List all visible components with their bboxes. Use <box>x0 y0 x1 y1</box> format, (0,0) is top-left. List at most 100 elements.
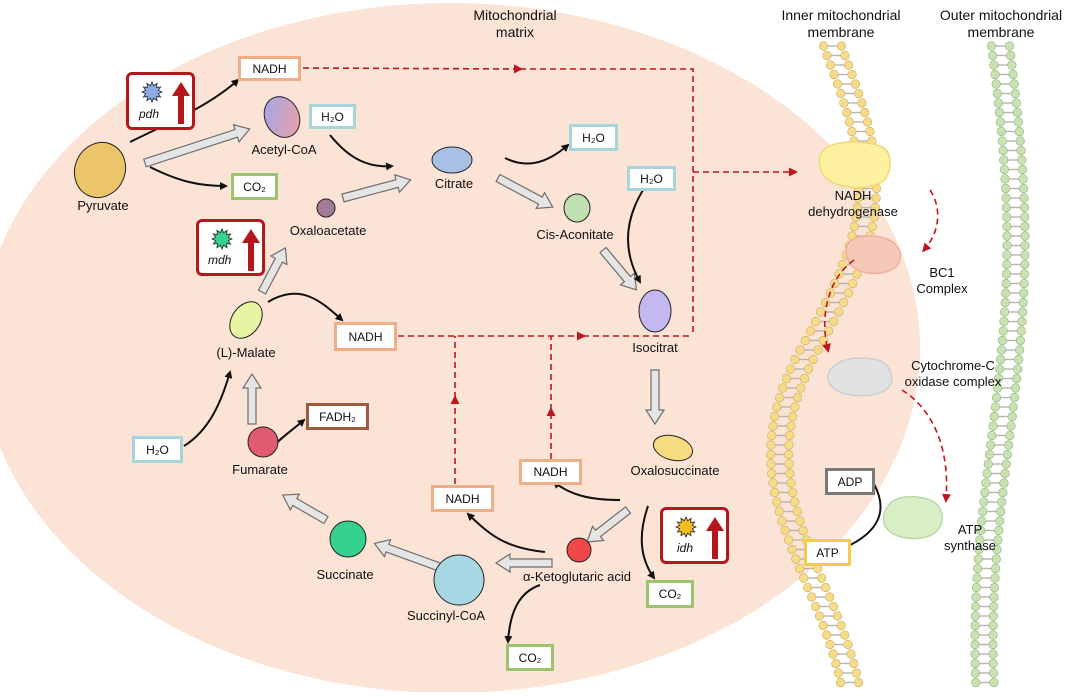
outer-membrane-lipid-head <box>1010 88 1020 99</box>
arrow-succinate-fumarate <box>281 493 329 525</box>
label-isocitrat: Isocitrat <box>632 340 678 355</box>
arrow-malate-oxaloacetate <box>257 246 288 295</box>
inner-membrane-lipid-head <box>836 88 846 99</box>
outer-membrane-lipid-head <box>1017 155 1027 165</box>
citrate-to-h2o <box>504 143 570 165</box>
inner-membrane-lipid-head <box>766 440 776 450</box>
outer-membrane-lipid-head <box>1002 221 1012 232</box>
inner-membrane-lipid-head <box>848 278 858 289</box>
outer-membrane-lipid-head <box>1018 174 1028 184</box>
metabolites <box>73 96 694 606</box>
outer-membrane-lipid-head <box>979 497 989 507</box>
outer-membrane-lipid-head <box>1008 69 1018 80</box>
header-matrix-line2: matrix <box>495 24 535 40</box>
pyruvate-to-co2 <box>149 166 228 190</box>
arrow-fumarate-malate <box>241 372 263 425</box>
inner-membrane-lipid-head <box>814 611 825 621</box>
inner-membrane-lipid-head <box>831 658 841 669</box>
outer-membrane-lipid-head <box>1020 259 1030 270</box>
inner-membrane-lipid-head <box>849 221 859 232</box>
outer-membrane-lipid-head <box>1017 164 1028 175</box>
outer-membrane-lipid-head <box>990 573 1000 583</box>
atp-synthase-shape <box>882 495 943 540</box>
inner-membrane-lipid-head <box>799 573 809 583</box>
header-outer-membrane: Outer mitochondrial membrane <box>940 7 1062 41</box>
outer-membrane-lipid-head <box>984 449 995 460</box>
inner-membrane-lipid-head <box>828 649 838 659</box>
inner-membrane-lipid-head <box>791 554 801 564</box>
inner-membrane-lipid-head <box>821 297 831 308</box>
burst-icon <box>211 228 233 250</box>
arrow-pyruvate-acetylcoa <box>143 123 251 168</box>
inner-membrane-lipid-head <box>846 649 856 659</box>
inner-membrane-lipid-head <box>799 373 810 384</box>
outer-membrane-lipid-head <box>994 525 1004 536</box>
nadh-box-akg: NADH <box>431 485 494 512</box>
gene-mdh-label: mdh <box>208 253 232 267</box>
inner-membrane-lipid-head <box>800 335 810 346</box>
outer-membrane-lipid-head <box>975 535 985 545</box>
outer-membrane-lipid-head <box>995 516 1005 526</box>
inner-membrane-lipid-head <box>785 364 796 374</box>
outer-membrane-lipid-head <box>971 677 981 688</box>
outer-membrane-lipid-head <box>1002 240 1012 251</box>
atp-synth-line2: synthase <box>943 538 997 553</box>
pathway-arrows <box>143 123 666 574</box>
outer-membrane-lipid-head <box>974 544 984 555</box>
inner-membrane-lipid-head <box>772 497 782 507</box>
outer-membrane-lipid-head <box>978 506 988 517</box>
outer-membrane-lipid-head <box>993 535 1003 545</box>
label-alpha-kg: α-Ketoglutaric acid <box>523 569 631 584</box>
outer-membrane-lipid-head <box>997 335 1008 346</box>
outer-membrane-lipid-head <box>1015 335 1026 346</box>
inner-membrane-lipid-head <box>838 259 848 270</box>
outer-membrane-lipid-head <box>998 326 1008 336</box>
inner-membrane-lipid-head <box>788 487 798 498</box>
outer-membrane-lipid-head <box>1011 98 1021 108</box>
inner-membrane-lipid-head <box>787 544 797 555</box>
outer-membrane-lipid-head <box>1000 307 1010 317</box>
inner-membrane-lipid-head <box>793 392 803 403</box>
outer-membrane-lipid-head <box>1002 250 1012 260</box>
arrow-cisaconitate-isocitrat <box>599 246 638 291</box>
outer-membrane-lipid-head <box>970 639 980 650</box>
atp-synth-line1: ATP <box>957 522 983 537</box>
outer-membrane-lipid-head <box>970 611 980 621</box>
outer-membrane-lipid-head <box>1001 202 1012 213</box>
outer-membrane-lipid-head <box>988 658 998 669</box>
outer-membrane-lipid-head <box>1001 183 1011 194</box>
outer-membrane-lipid-head <box>1000 174 1010 184</box>
label-oxalosuccinate: Oxalosuccinate <box>630 463 720 478</box>
outer-membrane-lipid-head <box>989 601 999 612</box>
outer-membrane-lipid-head <box>1009 79 1019 89</box>
akg-to-nadh <box>466 512 546 553</box>
label-pyruvate: Pyruvate <box>77 198 129 213</box>
adp-box: ADP <box>825 468 875 495</box>
label-citrate: Citrate <box>434 176 474 191</box>
inner-membrane-lipid-head <box>832 611 843 621</box>
outer-membrane-lipid-head <box>971 601 981 612</box>
outer-membrane-lipid-head <box>1014 354 1024 365</box>
outer-membrane-lipid-head <box>1019 202 1030 213</box>
inner-membrane-lipid-head <box>836 620 846 631</box>
outer-membrane-lipid-head <box>995 364 1005 374</box>
inner-membrane-lipid-head <box>825 639 835 650</box>
nadh-dh-line2: dehydrogenase <box>808 204 898 219</box>
inner-membrane-lipid-head <box>825 60 836 70</box>
inner-membrane-lipid-head <box>785 430 795 441</box>
red-up-arrow-icon <box>242 229 260 271</box>
inner-membrane-lipid-head <box>835 677 846 688</box>
outer-membrane-lipid-head <box>996 126 1006 137</box>
inner-membrane-lipid-head <box>852 202 862 213</box>
inner-membrane-lipid-head <box>865 126 875 137</box>
outer-membrane-lipid-head <box>1007 411 1017 422</box>
header-outer-line2: membrane <box>967 24 1035 40</box>
inner-membrane-lipid-head <box>795 345 805 355</box>
label-succinyl-coa: Succinyl-CoA <box>406 608 486 623</box>
inner-membrane-lipid-head <box>784 449 794 460</box>
inner-membrane-lipid-head <box>766 459 776 469</box>
outer-membrane-lipid-head <box>989 60 999 70</box>
pyruvate-shape <box>73 142 127 198</box>
arrow-oxaloacetate-citrate <box>341 173 412 203</box>
